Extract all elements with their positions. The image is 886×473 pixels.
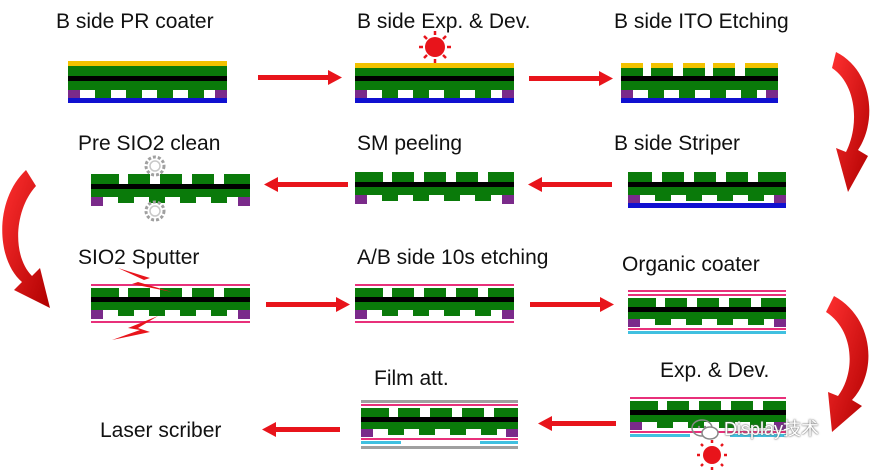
step-label-film-att: Film att. (374, 367, 449, 390)
curved-arrow-top-right (832, 52, 870, 192)
stack-sm-peeling (355, 172, 514, 204)
stack-b-side-exp-dev (355, 63, 514, 103)
curved-arrow-bottom-right (826, 296, 869, 432)
watermark-text: Display技术 (724, 419, 820, 439)
arrow-left-1 (528, 177, 612, 192)
arrow-right-2 (529, 71, 613, 86)
step-label-b-side-striper: B side Striper (614, 132, 741, 155)
step-label-exp-dev: Exp. & Dev. (660, 359, 770, 382)
stack-exp-dev (630, 397, 786, 437)
step-label-sio2-sputter: SIO2 Sputter (78, 246, 200, 269)
stack-sio2-sputter (91, 284, 250, 323)
step-label-pre-sio2-clean: Pre SIO2 clean (78, 132, 221, 155)
stack-b-side-ito-etching (621, 63, 778, 103)
cleaning-brush-icon-bottom (144, 200, 166, 222)
arrow-left-3 (538, 416, 616, 431)
stack-ab-side-10s-etching (355, 284, 514, 323)
step-label-b-side-exp-dev: B side Exp. & Dev. (357, 10, 531, 33)
sputter-lightning-icon-bottom (112, 316, 158, 340)
arrow-right-1 (258, 70, 342, 85)
arrow-left-4 (262, 422, 340, 437)
step-label-b-side-ito-etching: B side ITO Etching (614, 10, 789, 33)
sputter-lightning-icon-top (118, 268, 172, 292)
curved-arrow-left (2, 170, 50, 308)
wechat-icon (691, 419, 719, 440)
step-label-sm-peeling: SM peeling (357, 132, 463, 155)
stack-b-side-pr-coater (68, 61, 227, 103)
stack-pre-sio2-clean (91, 174, 250, 206)
step-label-organic-coater: Organic coater (622, 253, 760, 276)
stack-organic-coater (628, 290, 786, 334)
stack-film-att (361, 400, 518, 449)
sun-exposure-icon-bottom (697, 440, 727, 470)
sun-exposure-icon (419, 31, 451, 63)
cleaning-brush-icon-top (144, 155, 166, 177)
arrow-right-3 (266, 297, 350, 312)
step-label-b-side-pr-coater: B side PR coater (56, 10, 214, 33)
step-label-laser-scriber: Laser scriber (100, 419, 222, 442)
stack-b-side-striper (628, 172, 786, 208)
arrow-left-2 (264, 177, 348, 192)
arrow-right-4 (530, 297, 614, 312)
step-label-ab-side-10s-etching: A/B side 10s etching (357, 246, 549, 269)
